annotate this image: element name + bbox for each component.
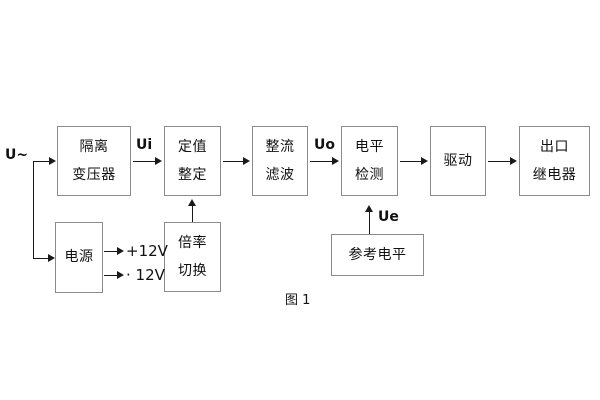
arrowhead-multiplier-to-setting xyxy=(187,199,196,206)
label-ui: Ui xyxy=(136,137,153,153)
arrowhead-rectify-to-level xyxy=(332,156,339,165)
arrowhead-input-to-power xyxy=(48,253,55,262)
block-label-line: 检测 xyxy=(355,166,384,183)
conn-driver-to-relay xyxy=(488,161,511,162)
block-power-supply: 电源 xyxy=(55,222,103,293)
arrowhead-input-to-transformer xyxy=(49,156,56,165)
arrowhead-reference-to-level xyxy=(364,205,373,212)
arrowhead-power-minus12v xyxy=(117,270,124,279)
figure-caption: 图 1 xyxy=(285,293,311,308)
conn-level-to-driver xyxy=(400,161,422,162)
block-driver: 驱动 xyxy=(430,126,486,196)
block-label-line: 切换 xyxy=(178,262,207,279)
block-label-line: 定值 xyxy=(178,138,207,155)
block-label-line: 整流 xyxy=(265,138,295,155)
block-label-line: 倍率 xyxy=(178,234,207,251)
conn-setting-to-rectify xyxy=(223,161,244,162)
block-rectify-filter: 整流 滤波 xyxy=(252,126,308,196)
arrowhead-setting-to-rectify xyxy=(243,156,250,165)
block-label-line: 变压器 xyxy=(72,166,116,183)
block-label-line: 整定 xyxy=(178,166,207,183)
label-input-voltage: U~ xyxy=(5,147,29,163)
arrowhead-transformer-to-setting xyxy=(155,156,162,165)
block-label-line: 出口 xyxy=(540,138,569,155)
block-level-detection: 电平 检测 xyxy=(341,126,398,196)
block-label-line: 电平 xyxy=(355,138,384,155)
conn-input-stub xyxy=(33,161,50,162)
label-uo: Uo xyxy=(314,137,335,153)
label-ue: Ue xyxy=(378,209,399,225)
conn-transformer-to-setting xyxy=(133,161,156,162)
label-plus-12v: +12V xyxy=(126,242,168,260)
arrowhead-power-plus12v xyxy=(117,246,124,255)
conn-input-bus xyxy=(33,161,34,258)
block-setting-value: 定值 整定 xyxy=(164,126,221,196)
arrowhead-level-to-driver xyxy=(421,156,428,165)
conn-input-to-power xyxy=(33,258,49,259)
block-output-relay: 出口 继电器 xyxy=(519,126,590,196)
block-label-line: 参考电平 xyxy=(348,246,407,263)
block-reference-level: 参考电平 xyxy=(331,234,424,276)
conn-reference-to-level xyxy=(369,212,370,234)
block-label-line: 滤波 xyxy=(265,166,295,183)
block-isolation-transformer: 隔离 变压器 xyxy=(57,126,131,196)
conn-multiplier-to-setting xyxy=(192,205,193,222)
block-label-line: 电源 xyxy=(64,249,94,266)
arrowhead-driver-to-relay xyxy=(510,156,517,165)
block-label-line: 继电器 xyxy=(532,166,577,183)
conn-power-plus12v xyxy=(104,251,118,252)
conn-rectify-to-level xyxy=(310,161,333,162)
block-multiplier-switch: 倍率 切换 xyxy=(164,222,221,292)
label-minus-12v: · 12V xyxy=(126,266,165,284)
conn-power-minus12v xyxy=(104,275,118,276)
block-label-line: 驱动 xyxy=(443,152,473,169)
block-label-line: 隔离 xyxy=(79,138,109,155)
